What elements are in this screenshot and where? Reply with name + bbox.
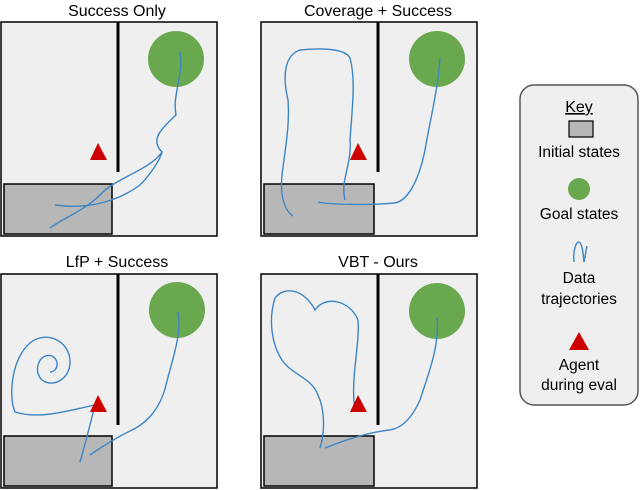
trajectory-swatch — [573, 241, 588, 263]
legend-data-line2: trajectories — [541, 291, 617, 308]
initial-states-region — [263, 183, 375, 235]
panel-lfp-success: LfP + Success — [0, 254, 218, 489]
agent-triangle — [90, 143, 107, 160]
agent-triangle — [350, 143, 367, 160]
panel-title: Coverage + Success — [304, 3, 452, 20]
agent-triangle — [350, 395, 367, 412]
initial-states-region — [3, 183, 113, 235]
initial-states-swatch — [568, 120, 594, 138]
legend-agent-line1: Agent — [559, 357, 600, 374]
agent-swatch — [569, 332, 589, 350]
panel-vbt-ours: VBT - Ours — [260, 254, 478, 489]
data-trajectory — [270, 290, 439, 449]
goal-circle — [148, 31, 204, 87]
panel-title: Success Only — [68, 3, 166, 20]
data-trajectory — [280, 48, 441, 217]
legend-data-line1: Data — [563, 270, 596, 287]
legend-initial-states: Initial states — [538, 144, 620, 161]
initial-states-region — [3, 435, 113, 487]
legend: Key Initial states Goal states Data traj… — [519, 84, 639, 406]
panel-success-only: Success Only — [0, 3, 218, 237]
legend-agent-line2: during eval — [541, 377, 617, 394]
data-trajectory — [49, 51, 182, 229]
goal-circle — [409, 283, 465, 339]
initial-states-region — [263, 435, 375, 487]
legend-box — [519, 84, 639, 406]
agent-triangle — [90, 395, 107, 412]
legend-goal-states: Goal states — [540, 206, 619, 223]
panel-coverage-success: Coverage + Success — [260, 3, 478, 237]
legend-heading: Key — [565, 99, 593, 116]
goal-circle — [149, 282, 205, 338]
panel-title: VBT - Ours — [338, 254, 418, 271]
goal-circle — [409, 31, 465, 87]
goal-states-swatch — [568, 178, 590, 200]
panel-title: LfP + Success — [66, 254, 168, 271]
